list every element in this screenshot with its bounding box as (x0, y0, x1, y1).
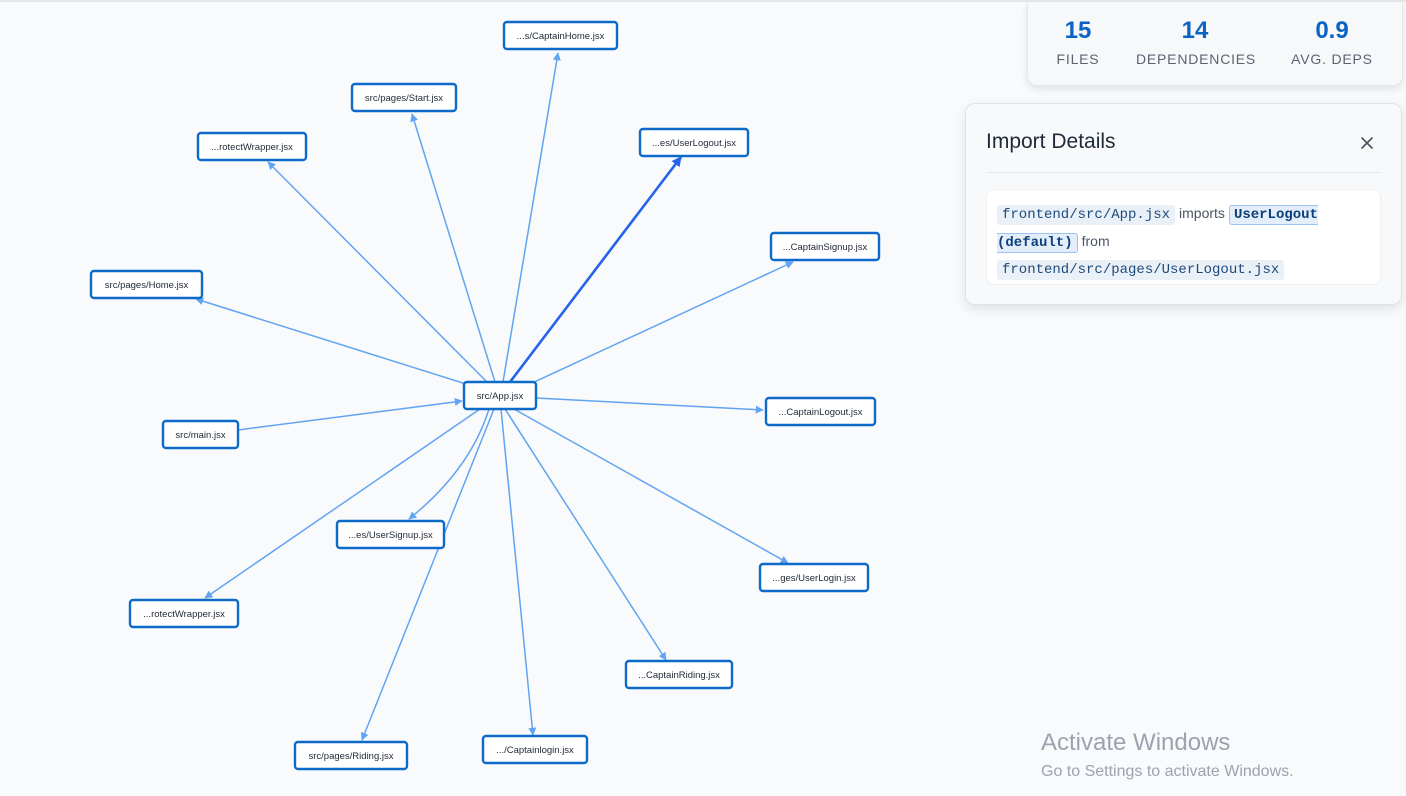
node-label: src/pages/Start.jsx (365, 93, 443, 104)
node-label: ...CaptainLogout.jsx (779, 407, 863, 418)
watermark-subtitle: Go to Settings to activate Windows. (1041, 763, 1294, 780)
graph-node-captainlogin[interactable]: .../Captainlogin.jsx (481, 734, 589, 765)
edge-app-to-protect2[interactable] (204, 408, 481, 599)
stat-avg-deps: 0.9 AVG. DEPS (1290, 16, 1374, 67)
edge-app-to-protect1[interactable] (267, 161, 488, 383)
node-label: .../Captainlogin.jsx (496, 745, 574, 756)
imported-kind: (default) (997, 234, 1073, 251)
stat-files-value: 15 (1064, 17, 1092, 44)
node-label: ...es/UserSignup.jsx (348, 530, 433, 541)
node-box (293, 740, 409, 771)
graph-node-protect1[interactable]: ...rotectWrapper.jsx (196, 131, 308, 162)
node-box (638, 127, 750, 158)
close-icon[interactable] (1356, 132, 1378, 154)
stat-deps-value: 14 (1181, 17, 1209, 44)
node-label: src/pages/Home.jsx (105, 280, 189, 291)
stats-card: 15 FILES 14 DEPENDENCIES 0.9 AVG. DEPS (1027, 2, 1403, 86)
edges-layer (195, 52, 794, 741)
edge-app-to-captainsignup[interactable] (529, 261, 794, 385)
edge-app-to-home[interactable] (195, 297, 467, 385)
stat-dependencies: 14 DEPENDENCIES (1136, 16, 1257, 67)
target-file: frontend/src/pages/UserLogout.jsx (997, 260, 1285, 280)
edge-app-to-captainlogin[interactable] (500, 408, 537, 736)
graph-node-home[interactable]: src/pages/Home.jsx (89, 269, 204, 300)
activation-watermark: Activate Windows Go to Settings to activ… (1041, 728, 1294, 784)
edge-app-to-start[interactable] (410, 113, 496, 383)
graph-node-captainsignup[interactable]: ...CaptainSignup.jsx (769, 231, 881, 262)
stat-files-label: FILES (1056, 51, 1100, 67)
node-box (335, 519, 446, 550)
imported-name: UserLogout (1233, 207, 1318, 223)
node-box (624, 659, 734, 690)
node-box (481, 734, 589, 765)
graph-node-usersignup[interactable]: ...es/UserSignup.jsx (335, 519, 446, 550)
from-word: from (1081, 232, 1110, 249)
node-box (502, 20, 619, 51)
stat-avg-value: 0.9 (1315, 17, 1349, 44)
nodes-layer: src/App.jsx ...s/CaptainHome.jsx src/pages… (89, 20, 881, 771)
node-box (89, 269, 204, 300)
node-box (764, 396, 877, 427)
graph-node-start[interactable]: src/pages/Start.jsx (350, 82, 458, 113)
imports-word: imports (1179, 205, 1225, 221)
node-box (128, 598, 240, 629)
graph-node-captainriding[interactable]: ...CaptainRiding.jsx (624, 659, 734, 690)
edge-app-to-captainhome[interactable] (502, 52, 561, 383)
node-label: ...s/CaptainHome.jsx (517, 31, 605, 42)
edge-app-to-captainriding[interactable] (504, 408, 667, 661)
edge-app-to-riding[interactable] (360, 408, 495, 741)
stat-deps-label: DEPENDENCIES (1136, 51, 1257, 67)
graph-node-userlogin[interactable]: ...ges/UserLogin.jsx (758, 562, 870, 593)
edge-app-to-userlogout[interactable] (508, 156, 683, 383)
panel-title: Import Details (986, 130, 1116, 153)
graph-node-riding[interactable]: src/pages/Riding.jsx (293, 740, 409, 771)
graph-node-app[interactable]: src/App.jsx (462, 380, 538, 411)
node-label: src/pages/Riding.jsx (308, 751, 393, 762)
node-box (769, 231, 881, 262)
node-label: ...rotectWrapper.jsx (211, 142, 293, 153)
edge-main-to-app[interactable] (237, 397, 463, 431)
node-label: src/main.jsx (175, 430, 225, 441)
node-label: ...rotectWrapper.jsx (143, 609, 225, 620)
stat-avg-label: AVG. DEPS (1291, 51, 1373, 67)
watermark-title: Activate Windows (1041, 729, 1231, 756)
node-box (161, 419, 240, 450)
graph-node-protect2[interactable]: ...rotectWrapper.jsx (128, 598, 240, 629)
node-label: ...es/UserLogout.jsx (652, 138, 736, 149)
node-label: ...ges/UserLogin.jsx (772, 573, 856, 584)
edge-app-to-usersignup[interactable] (408, 408, 490, 520)
graph-node-captainlogout[interactable]: ...CaptainLogout.jsx (764, 396, 877, 427)
node-box (350, 82, 458, 113)
node-box (462, 380, 538, 411)
stat-files: 15 FILES (1054, 16, 1102, 67)
graph-node-captainhome[interactable]: ...s/CaptainHome.jsx (502, 20, 619, 51)
node-label: ...CaptainRiding.jsx (638, 670, 720, 681)
node-box (196, 131, 308, 162)
edge-app-to-captainlogout[interactable] (535, 397, 764, 414)
panel-divider (986, 172, 1382, 173)
node-label: src/App.jsx (477, 391, 524, 402)
graph-node-main[interactable]: src/main.jsx (161, 419, 240, 450)
top-divider (0, 0, 1406, 2)
source-file: frontend/src/App.jsx (997, 205, 1176, 225)
edge-app-to-userlogin[interactable] (513, 408, 789, 564)
graph-node-userlogout[interactable]: ...es/UserLogout.jsx (638, 127, 750, 158)
node-box (758, 562, 870, 593)
node-label: ...CaptainSignup.jsx (783, 242, 868, 253)
